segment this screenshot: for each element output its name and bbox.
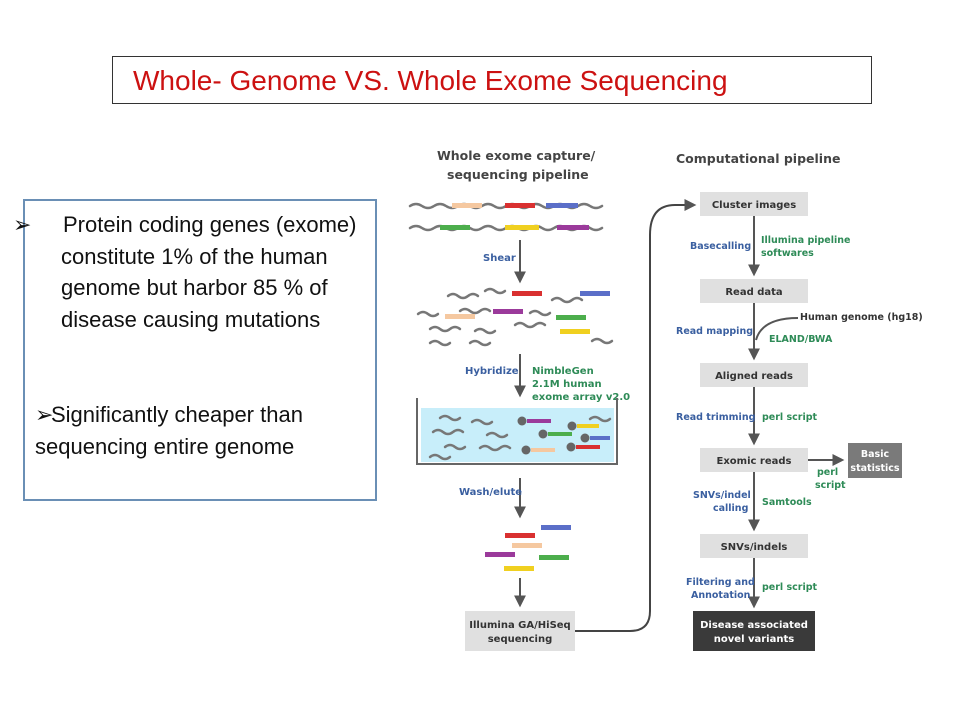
box-cluster-images [700, 192, 808, 216]
sheared-fragments [416, 287, 614, 347]
hybridization-tank [416, 398, 618, 465]
bullet-cheaper-text: Significantly cheaper than sequencing en… [35, 402, 303, 459]
step-filter-line2: Annotation [691, 590, 751, 601]
box-read-data-label: Read data [725, 287, 782, 298]
exon-peach [452, 203, 482, 208]
computational-pipeline: Computational pipeline Cluster images Ba… [676, 151, 923, 651]
perl-side-line2: script [815, 480, 846, 491]
eluted-red [505, 533, 535, 538]
step-read-mapping: Read mapping [676, 326, 753, 337]
box-basic-line1: Basic [861, 449, 889, 460]
box-aligned-reads-label: Aligned reads [715, 371, 793, 382]
box-disease-line2: novel variants [714, 634, 794, 645]
array-label-line3: exome array v2.0 [532, 392, 630, 403]
fragment-yellow [560, 329, 590, 334]
wet-lab-pipeline: Whole exome capture/ sequencing pipeline… [408, 148, 697, 651]
bullet-cheaper: ➢Significantly cheaper than sequencing e… [35, 399, 375, 462]
box-disease-line1: Disease associated [700, 620, 808, 631]
fragment-blue [580, 291, 610, 296]
step-filter-line1: Filtering and [686, 577, 755, 588]
connector-arrow [575, 199, 697, 632]
sequencing-box [465, 611, 575, 651]
computational-heading: Computational pipeline [676, 151, 840, 166]
slide-title: Whole- Genome VS. Whole Exome Sequencing [133, 65, 728, 96]
box-aligned-reads [700, 363, 808, 387]
box-read-data [700, 279, 808, 303]
step-snv-line1: SNVs/indel [693, 490, 751, 501]
exon-purple [557, 225, 589, 230]
box-snvs-indels-label: SNVs/indels [721, 542, 788, 553]
tool-samtools: Samtools [762, 497, 812, 508]
eluted-blue [541, 525, 571, 530]
bullets-box: ➢ Protein coding genes (exome) constitute… [13, 199, 377, 501]
exon-green [440, 225, 470, 230]
title-box: Whole- Genome VS. Whole Exome Sequencing [112, 56, 872, 104]
fragment-peach [445, 314, 475, 319]
step-snv-line2: calling [713, 503, 748, 514]
human-genome-label: Human genome (hg18) [800, 312, 923, 323]
arrow-bullet-icon: ➢ [13, 212, 32, 237]
wet-lab-heading-line1: Whole exome capture/ [437, 148, 596, 163]
tool-perl-script-1: perl script [762, 412, 818, 423]
eluted-purple [485, 552, 515, 557]
tool-illumina-line2: softwares [761, 248, 814, 259]
exon-yellow [505, 225, 539, 230]
genome-merge-curve [755, 317, 799, 341]
capture-probes [517, 416, 610, 455]
box-snvs-indels [700, 534, 808, 558]
box-basic-statistics [848, 443, 902, 478]
eluted-peach [512, 543, 542, 548]
sequencing-label-line2: sequencing [488, 634, 553, 645]
bullet-exome-text: Protein coding genes (exome) constitute … [61, 212, 357, 332]
eluted-green [539, 555, 569, 560]
box-basic-line2: statistics [850, 463, 899, 474]
exon-red [505, 203, 535, 208]
bullet-exome: ➢ Protein coding genes (exome) constitute… [13, 209, 391, 335]
step-hybridize: Hybridize [465, 366, 519, 377]
exon-blue [546, 203, 578, 208]
tool-perl-script-2: perl script [762, 582, 818, 593]
tool-eland-bwa: ELAND/BWA [769, 334, 833, 345]
box-cluster-images-label: Cluster images [712, 200, 796, 211]
box-exomic-reads-label: Exomic reads [717, 456, 792, 467]
array-label-line1: NimbleGen [532, 366, 594, 377]
perl-side-line1: perl [817, 467, 838, 478]
box-disease-variants [693, 611, 815, 651]
sequencing-label-line1: Illumina GA/HiSeq [469, 620, 570, 631]
fragment-purple [493, 309, 523, 314]
fragment-green [556, 315, 586, 320]
tool-illumina-line1: Illumina pipeline [761, 235, 850, 246]
step-shear: Shear [483, 253, 516, 264]
step-read-trimming: Read trimming [676, 412, 755, 423]
step-wash-elute: Wash/elute [459, 487, 522, 498]
array-label-line2: 2.1M human [532, 379, 602, 390]
eluted-yellow [504, 566, 534, 571]
wet-lab-heading-line2: sequencing pipeline [447, 167, 589, 182]
step-basecalling: Basecalling [690, 241, 751, 252]
box-exomic-reads [700, 448, 808, 472]
fragment-red [512, 291, 542, 296]
tank-fragments [428, 414, 612, 461]
arrow-bullet-icon: ➢ [35, 402, 54, 427]
